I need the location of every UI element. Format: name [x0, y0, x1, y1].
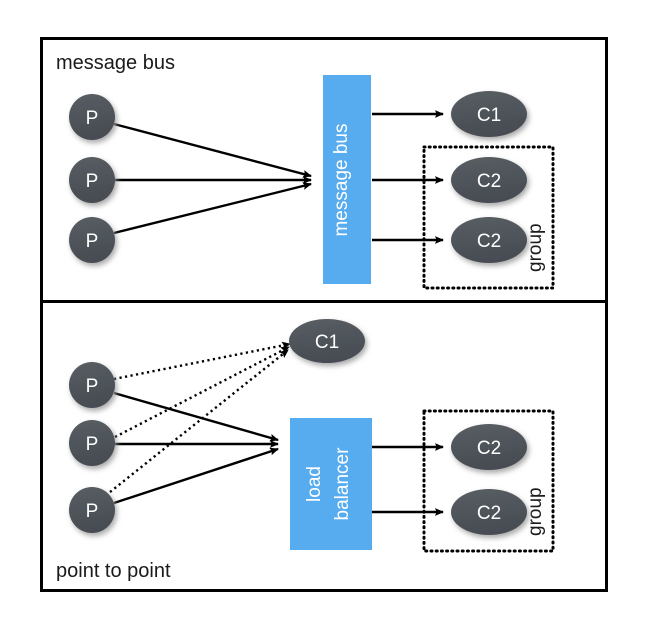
load-balancer-label-line1: load — [304, 466, 325, 502]
edge-p3-to-c1-dotted — [109, 349, 289, 493]
producer-label: P — [86, 171, 99, 192]
panel-point-to-point: group load balancer P P P C1 C2 — [56, 319, 555, 582]
edges-load-balancer-to-consumers — [372, 443, 444, 516]
consumer-label: C2 — [477, 503, 501, 524]
edges-bus-to-consumers — [372, 110, 444, 244]
group-label-bottom: group — [525, 487, 546, 536]
consumer-ellipse[interactable] — [451, 217, 527, 263]
consumer-node-bottom-c2-b[interactable]: C2 — [451, 489, 527, 535]
consumer-ellipse[interactable] — [451, 91, 527, 137]
producer-node-top-1[interactable]: P — [69, 94, 115, 140]
edge-p1-to-bus — [113, 122, 312, 178]
producer-node-top-3[interactable]: P — [69, 217, 115, 263]
producer-label: P — [86, 376, 99, 397]
producer-node-top-2[interactable]: P — [69, 157, 115, 203]
consumer-node-top-c2-a[interactable]: C2 — [451, 157, 527, 203]
group-box-bottom — [422, 409, 555, 553]
producer-circle[interactable] — [69, 487, 115, 533]
consumer-node-top-c1[interactable]: C1 — [451, 91, 527, 137]
consumer-node-bottom-c2-a[interactable]: C2 — [451, 424, 527, 470]
panel-message-bus: message bus group message bus P — [56, 52, 555, 290]
producer-label: P — [86, 434, 99, 455]
consumer-label: C1 — [477, 105, 501, 126]
outer-frame — [40, 37, 608, 592]
load-balancer-label-line2: balancer — [332, 447, 353, 521]
consumer-ellipse[interactable] — [451, 157, 527, 203]
producer-label: P — [86, 501, 99, 522]
edge-p2-to-c1-dotted — [114, 345, 290, 439]
consumer-group-top: group — [422, 145, 555, 290]
panel-title-point-to-point: point to point — [56, 560, 171, 582]
group-box-top — [422, 145, 555, 290]
consumer-label: C2 — [477, 171, 501, 192]
producer-node-bottom-3[interactable]: P — [69, 487, 115, 533]
producer-circle[interactable] — [69, 420, 115, 466]
edge-p3-to-bus — [113, 182, 312, 235]
producer-circle[interactable] — [69, 157, 115, 203]
consumer-node-bottom-c1[interactable]: C1 — [289, 319, 365, 363]
consumer-label: C1 — [315, 332, 339, 353]
edge-p3-to-lb — [113, 447, 279, 505]
consumer-group-bottom: group — [422, 409, 555, 553]
consumer-label: C2 — [477, 438, 501, 459]
producer-label: P — [86, 108, 99, 129]
producer-node-bottom-1[interactable]: P — [69, 362, 115, 408]
producer-circle[interactable] — [69, 94, 115, 140]
message-bus-rect-label: message bus — [331, 123, 352, 236]
load-balancer-rect[interactable] — [290, 418, 372, 550]
panel-title-message-bus: message bus — [56, 52, 175, 74]
edges-producers-to-c1-dotted — [109, 341, 291, 493]
load-balancer-node[interactable]: load balancer — [290, 418, 372, 550]
producer-label: P — [86, 231, 99, 252]
producer-circle[interactable] — [69, 362, 115, 408]
consumer-ellipse[interactable] — [451, 489, 527, 535]
edges-producers-to-load-balancer — [113, 391, 279, 505]
consumer-node-top-c2-b[interactable]: C2 — [451, 217, 527, 263]
producer-node-bottom-2[interactable]: P — [69, 420, 115, 466]
consumer-label: C2 — [477, 231, 501, 252]
producer-circle[interactable] — [69, 217, 115, 263]
edges-producers-to-bus — [113, 122, 312, 235]
edge-p1-to-c1-dotted — [113, 341, 291, 381]
message-bus-node[interactable]: message bus — [323, 75, 371, 284]
edge-p1-to-lb — [113, 391, 279, 442]
message-bus-rect[interactable] — [323, 75, 371, 284]
consumer-ellipse[interactable] — [289, 319, 365, 363]
group-label-top: group — [525, 223, 546, 272]
consumer-ellipse[interactable] — [451, 424, 527, 470]
